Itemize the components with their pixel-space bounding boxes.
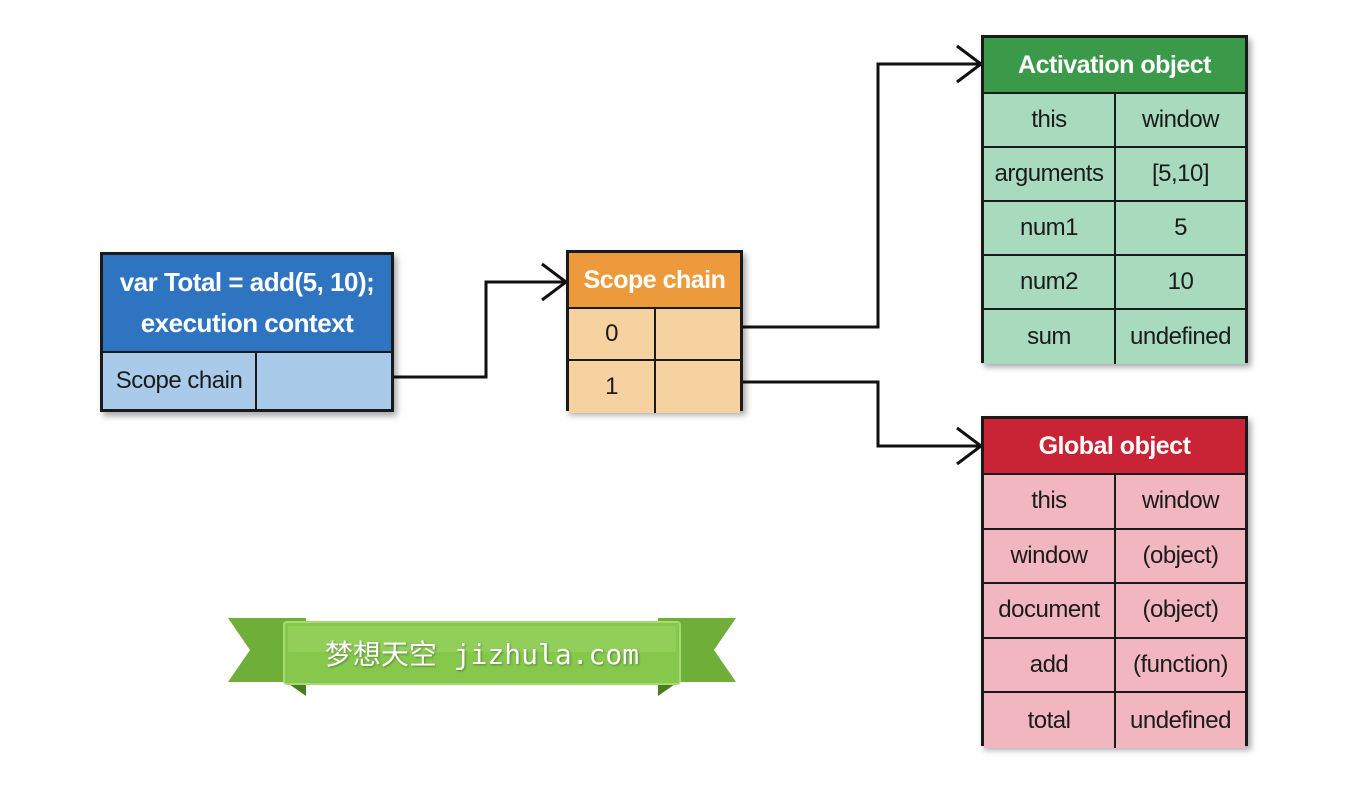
activation-value: 5 <box>1116 202 1245 256</box>
activation-key: this <box>984 94 1116 148</box>
scope-chain-index: 0 <box>569 309 656 361</box>
global-object-table: this window window (object) document (ob… <box>984 475 1245 748</box>
activation-value: window <box>1116 94 1245 148</box>
connector-exec-to-scope <box>328 280 564 379</box>
scope-chain-pointer-cell <box>656 309 740 361</box>
scope-chain-label: Scope chain <box>103 353 255 409</box>
execution-context-box: var Total = add(5, 10); execution contex… <box>100 252 394 412</box>
global-object-box: Global object this window window (object… <box>981 416 1248 748</box>
activation-value: [5,10] <box>1116 148 1245 202</box>
global-key: total <box>984 693 1116 748</box>
activation-object-title: Activation object <box>984 38 1245 94</box>
connector-scope0-to-activation <box>703 62 980 329</box>
global-key: window <box>984 529 1116 585</box>
global-value: window <box>1116 475 1245 530</box>
activation-key: num1 <box>984 202 1116 256</box>
activation-key: num2 <box>984 256 1116 310</box>
global-key: add <box>984 638 1116 694</box>
execution-context-code: var Total = add(5, 10); <box>119 267 375 297</box>
global-value: undefined <box>1116 693 1245 748</box>
scope-chain-box: Scope chain 0 1 <box>566 250 743 413</box>
scope-chain-index: 1 <box>569 361 656 413</box>
global-object-title: Global object <box>984 419 1245 475</box>
global-value: (function) <box>1116 638 1245 694</box>
activation-key: arguments <box>984 148 1116 202</box>
watermark-ribbon: 梦想天空 jizhula.com <box>228 610 736 700</box>
execution-context-title: execution context <box>140 308 354 338</box>
execution-context-row: Scope chain <box>103 353 391 409</box>
global-key: document <box>984 584 1116 639</box>
activation-key: sum <box>984 310 1116 364</box>
scope-chain-title: Scope chain <box>569 253 740 309</box>
connector-scope1-to-global <box>703 380 980 448</box>
scope-chain-table: 0 1 <box>569 309 740 413</box>
global-value: (object) <box>1116 529 1245 585</box>
watermark-text: 梦想天空 jizhula.com <box>324 638 640 671</box>
activation-object-box: Activation object this window arguments … <box>981 35 1248 364</box>
scope-chain-pointer-cell <box>255 353 391 409</box>
scope-chain-pointer-cell <box>656 361 740 413</box>
activation-object-table: this window arguments [5,10] num1 5 num2… <box>984 94 1245 364</box>
global-key: this <box>984 475 1116 530</box>
activation-value: 10 <box>1116 256 1245 310</box>
ribbon-shape <box>228 618 736 696</box>
execution-context-header: var Total = add(5, 10); execution contex… <box>103 255 391 353</box>
global-value: (object) <box>1116 584 1245 639</box>
activation-value: undefined <box>1116 310 1245 364</box>
